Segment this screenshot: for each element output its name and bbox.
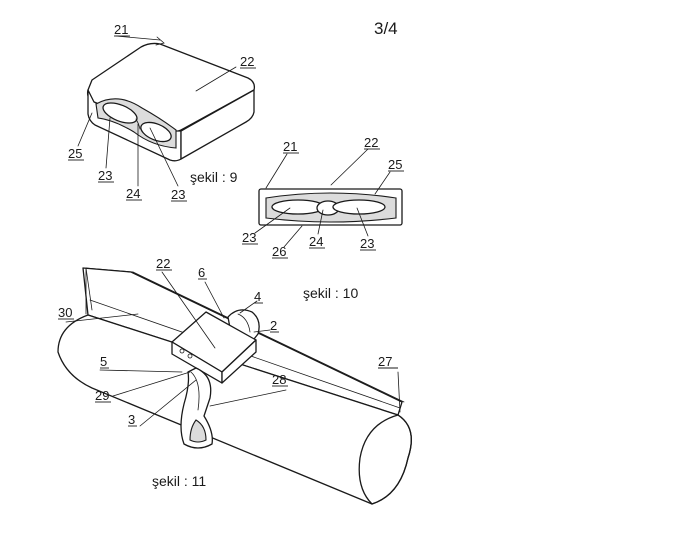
page-number: 3/4 (374, 19, 398, 38)
fig10-leader-21 (266, 154, 287, 188)
fig11-label-4: 4 (254, 289, 261, 304)
fig10-label-21: 21 (283, 139, 297, 154)
fig11-label-30: 30 (58, 305, 72, 320)
fig9-leader-25 (78, 113, 92, 146)
fig10-leader-26 (284, 226, 302, 247)
fig10-lobe-right (333, 200, 385, 214)
fig10-label-26: 26 (272, 244, 286, 259)
fig11-label-3: 3 (128, 412, 135, 427)
figure-11: 22 6 4 2 30 27 5 29 28 3 şekil : 11 (58, 256, 411, 504)
fig9-label-21: 21 (114, 22, 128, 37)
fig9-label-23b: 23 (171, 187, 185, 202)
fig9-label-22: 22 (240, 54, 254, 69)
fig10-caption: şekil : 10 (303, 285, 358, 301)
figure-9: 21 22 25 23 24 23 şekil : 9 (68, 22, 256, 202)
fig10-label-23b: 23 (360, 236, 374, 251)
fig11-label-6: 6 (198, 265, 205, 280)
fig9-label-24: 24 (126, 186, 140, 201)
fig11-label-27: 27 (378, 354, 392, 369)
fig9-label-25: 25 (68, 146, 82, 161)
fig11-label-28: 28 (272, 372, 286, 387)
fig10-leader-22 (331, 149, 368, 185)
fig11-label-2: 2 (270, 318, 277, 333)
fig10-label-22: 22 (364, 135, 378, 150)
fig11-label-22: 22 (156, 256, 170, 271)
fig11-label-29: 29 (95, 388, 109, 403)
fig10-label-24: 24 (309, 234, 323, 249)
fig11-label-5: 5 (100, 354, 107, 369)
fig10-lobe-left (272, 200, 324, 214)
fig9-label-23a: 23 (98, 168, 112, 183)
fig10-label-23a: 23 (242, 230, 256, 245)
figure-10: 21 22 25 23 26 24 23 şekil : 10 (242, 135, 404, 301)
fig9-caption: şekil : 9 (190, 169, 238, 185)
fig11-caption: şekil : 11 (152, 473, 206, 489)
fig10-label-25: 25 (388, 157, 402, 172)
